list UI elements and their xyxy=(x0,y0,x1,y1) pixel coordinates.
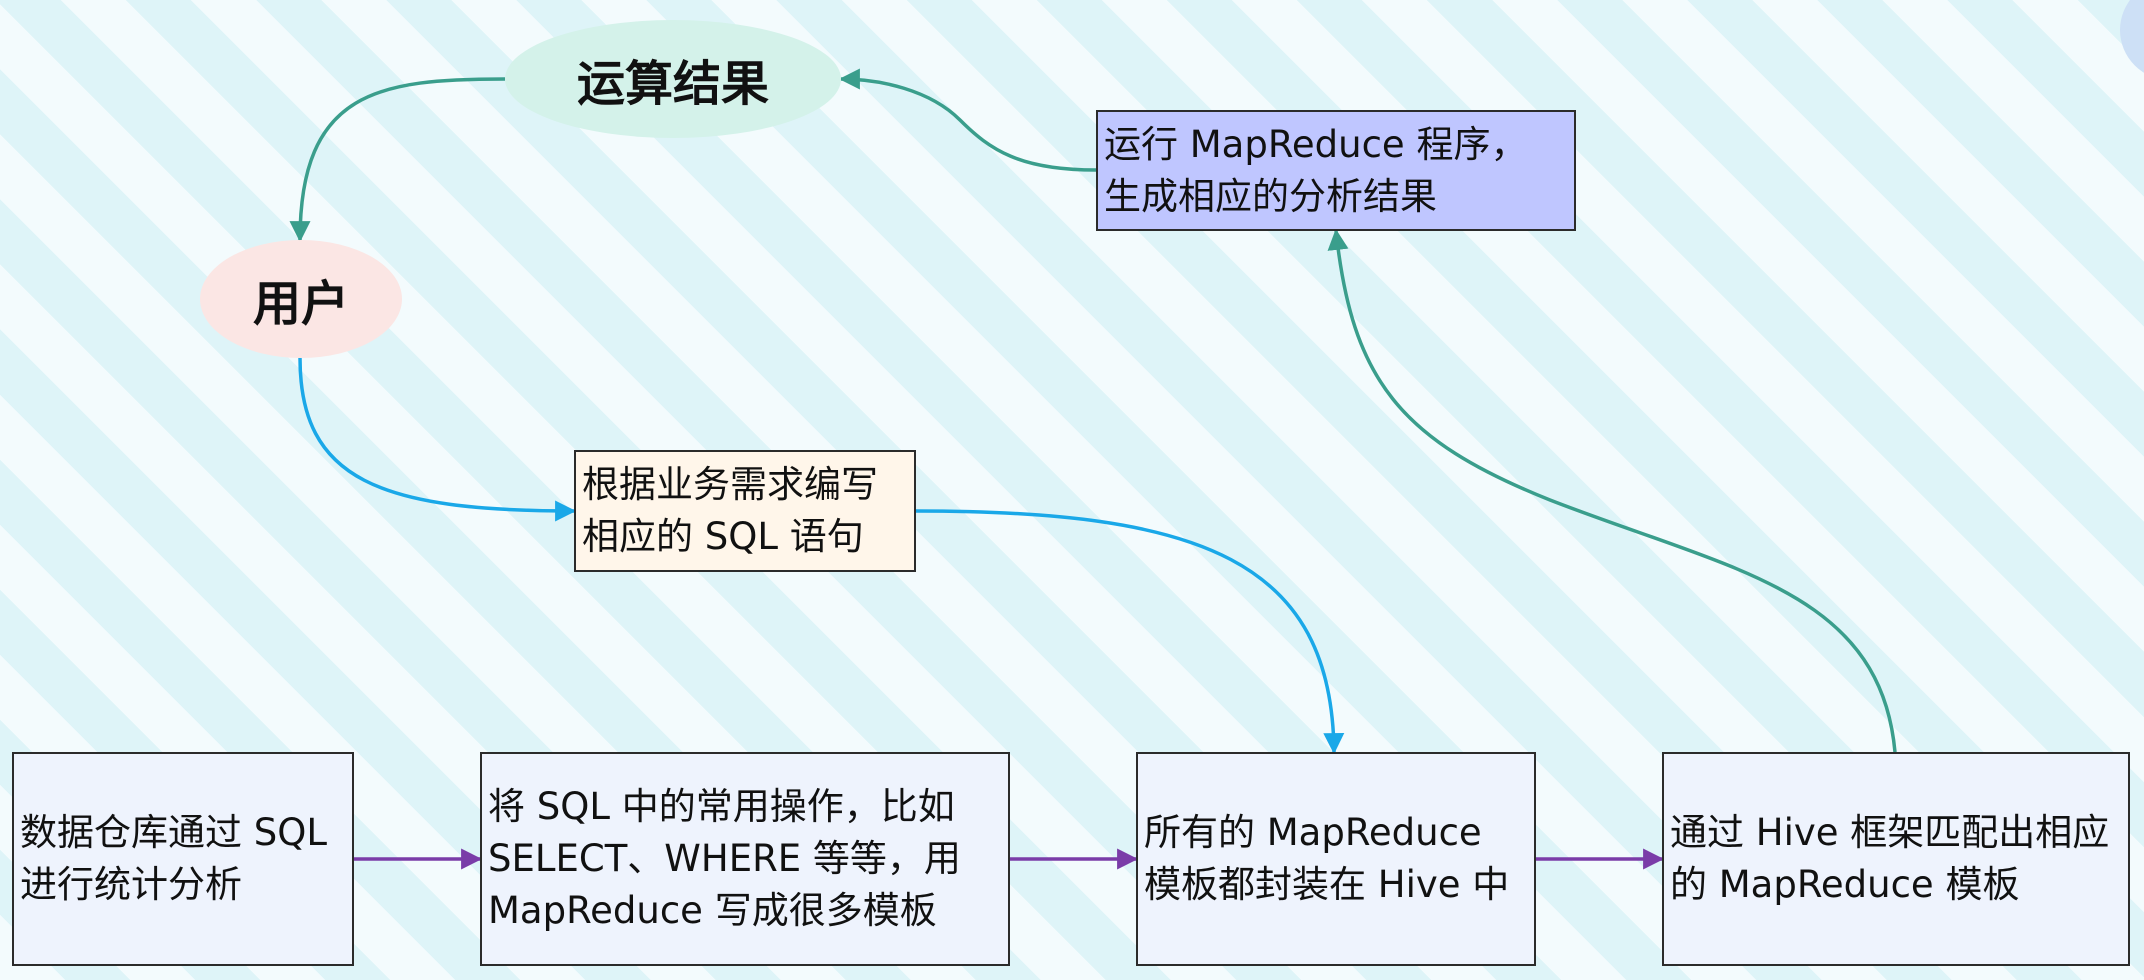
node-label: 根据业务需求编写 相应的 SQL 语句 xyxy=(582,463,878,558)
node-label: 运算结果 xyxy=(576,56,769,112)
node-user: 用户 xyxy=(200,240,402,358)
node-data-warehouse: 数据仓库通过 SQL 进行统计分析 xyxy=(12,752,354,966)
node-label: 运行 MapReduce 程序， 生成相应的分析结果 xyxy=(1104,122,1528,218)
node-label: 所有的 MapReduce 模板都封装在 Hive 中 xyxy=(1144,811,1510,906)
edge-match-to-mapreduce-run xyxy=(1327,228,1897,753)
node-label: 数据仓库通过 SQL 进行统计分析 xyxy=(20,811,327,906)
node-mapreduce-templates: 将 SQL 中的常用操作，比如 SELECT、WHERE 等等，用 MapRed… xyxy=(480,752,1010,966)
node-computation-result: 运算结果 xyxy=(505,20,841,138)
edge-mapreduce-run-to-result xyxy=(838,68,1097,172)
edge-result-to-user xyxy=(289,77,506,243)
node-label: 将 SQL 中的常用操作，比如 SELECT、WHERE 等等，用 MapRed… xyxy=(488,785,961,932)
node-label: 通过 Hive 框架匹配出相应 的 MapReduce 模板 xyxy=(1670,811,2110,906)
edge-user-to-write-sql xyxy=(298,357,577,522)
node-run-mapreduce: 运行 MapReduce 程序， 生成相应的分析结果 xyxy=(1096,110,1576,231)
node-label: 用户 xyxy=(252,276,349,332)
node-hive-match-template: 通过 Hive 框架匹配出相应 的 MapReduce 模板 xyxy=(1662,752,2130,966)
node-write-sql: 根据业务需求编写 相应的 SQL 语句 xyxy=(574,450,916,572)
node-templates-in-hive: 所有的 MapReduce 模板都封装在 Hive 中 xyxy=(1136,752,1536,966)
edge-write-sql-to-encapsulated xyxy=(915,509,1345,755)
